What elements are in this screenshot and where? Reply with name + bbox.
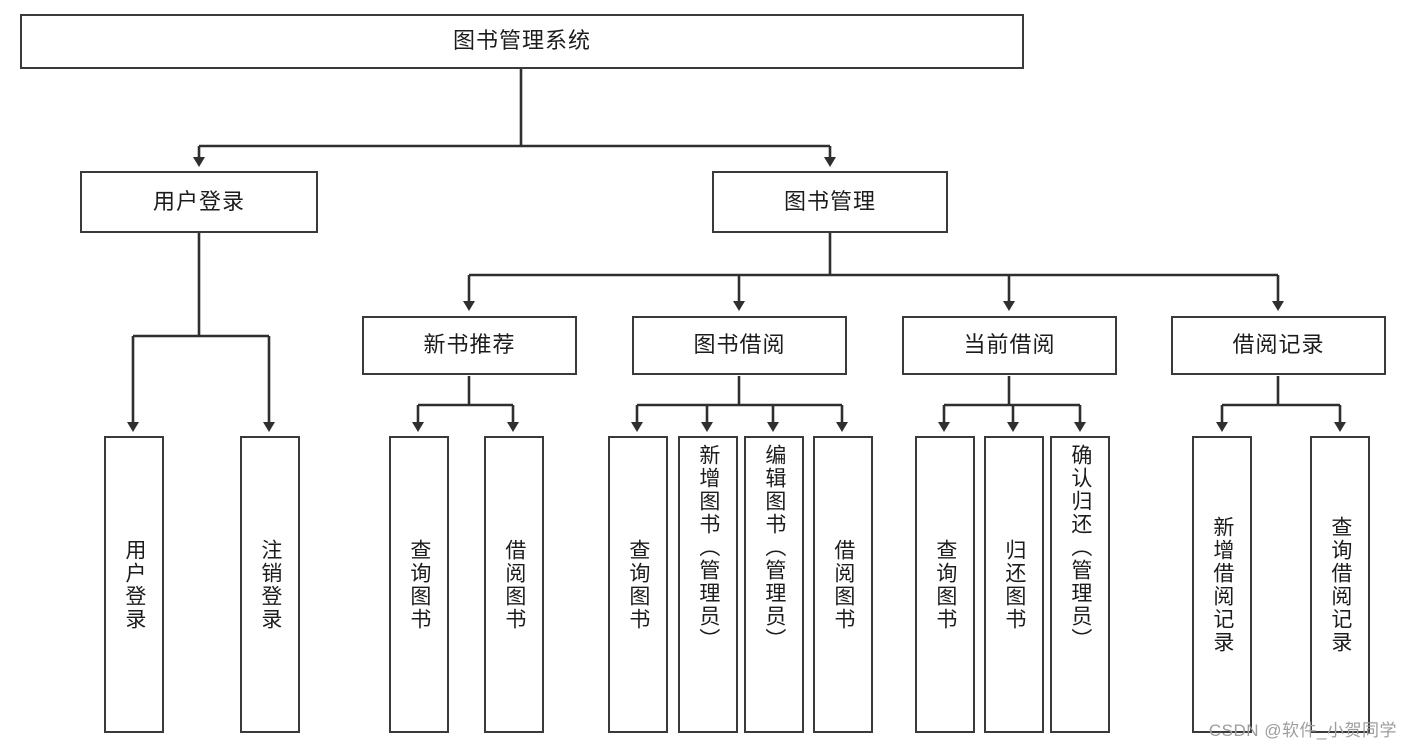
node-label: 借阅记录 — [1232, 332, 1325, 358]
leaf-add-book-admin[interactable]: 新增图书（管理员） — [678, 436, 738, 733]
node-label: 查询图书 — [933, 538, 957, 631]
node-label: 编辑图书（管理员） — [762, 444, 786, 651]
node-label: 新增图书（管理员） — [696, 444, 720, 651]
node-label: 新书推荐 — [423, 332, 516, 358]
node-new-book-recommend[interactable]: 新书推荐 — [362, 316, 577, 375]
node-label: 图书管理系统 — [452, 28, 591, 54]
leaf-edit-book-admin[interactable]: 编辑图书（管理员） — [744, 436, 804, 733]
node-borrow-record[interactable]: 借阅记录 — [1171, 316, 1386, 375]
leaf-query-book-current[interactable]: 查询图书 — [915, 436, 975, 733]
leaf-add-borrow-record[interactable]: 新增借阅记录 — [1192, 436, 1252, 733]
node-label: 借阅图书 — [502, 538, 526, 631]
node-label: 查询图书 — [407, 538, 431, 631]
leaf-query-borrow-record[interactable]: 查询借阅记录 — [1310, 436, 1370, 733]
node-current-borrow[interactable]: 当前借阅 — [902, 316, 1117, 375]
leaf-borrow-book-recommend[interactable]: 借阅图书 — [484, 436, 544, 733]
node-book-management[interactable]: 图书管理 — [712, 171, 948, 233]
leaf-return-book[interactable]: 归还图书 — [984, 436, 1044, 733]
leaf-user-login[interactable]: 用户登录 — [104, 436, 164, 733]
leaf-borrow-book[interactable]: 借阅图书 — [813, 436, 873, 733]
node-label: 注销登录 — [258, 538, 282, 631]
leaf-confirm-return-admin[interactable]: 确认归还（管理员） — [1050, 436, 1110, 733]
node-user-login[interactable]: 用户登录 — [80, 171, 318, 233]
leaf-query-book-recommend[interactable]: 查询图书 — [389, 436, 449, 733]
node-label: 确认归还（管理员） — [1068, 444, 1092, 651]
node-label: 借阅图书 — [831, 538, 855, 631]
node-book-borrow[interactable]: 图书借阅 — [632, 316, 847, 375]
node-root-book-management-system[interactable]: 图书管理系统 — [20, 14, 1024, 69]
node-label: 图书管理 — [783, 188, 876, 214]
node-label: 当前借阅 — [963, 332, 1056, 358]
node-label: 查询借阅记录 — [1328, 515, 1352, 654]
node-label: 新增借阅记录 — [1210, 515, 1234, 654]
csdn-watermark: CSDN @软件_小贺同学 — [1208, 721, 1397, 740]
node-label: 归还图书 — [1002, 538, 1026, 631]
leaf-query-book-borrow[interactable]: 查询图书 — [608, 436, 668, 733]
node-label: 用户登录 — [122, 538, 146, 631]
leaf-logout[interactable]: 注销登录 — [240, 436, 300, 733]
node-label: 查询图书 — [626, 538, 650, 631]
node-label: 图书借阅 — [693, 332, 786, 358]
node-label: 用户登录 — [152, 188, 245, 214]
